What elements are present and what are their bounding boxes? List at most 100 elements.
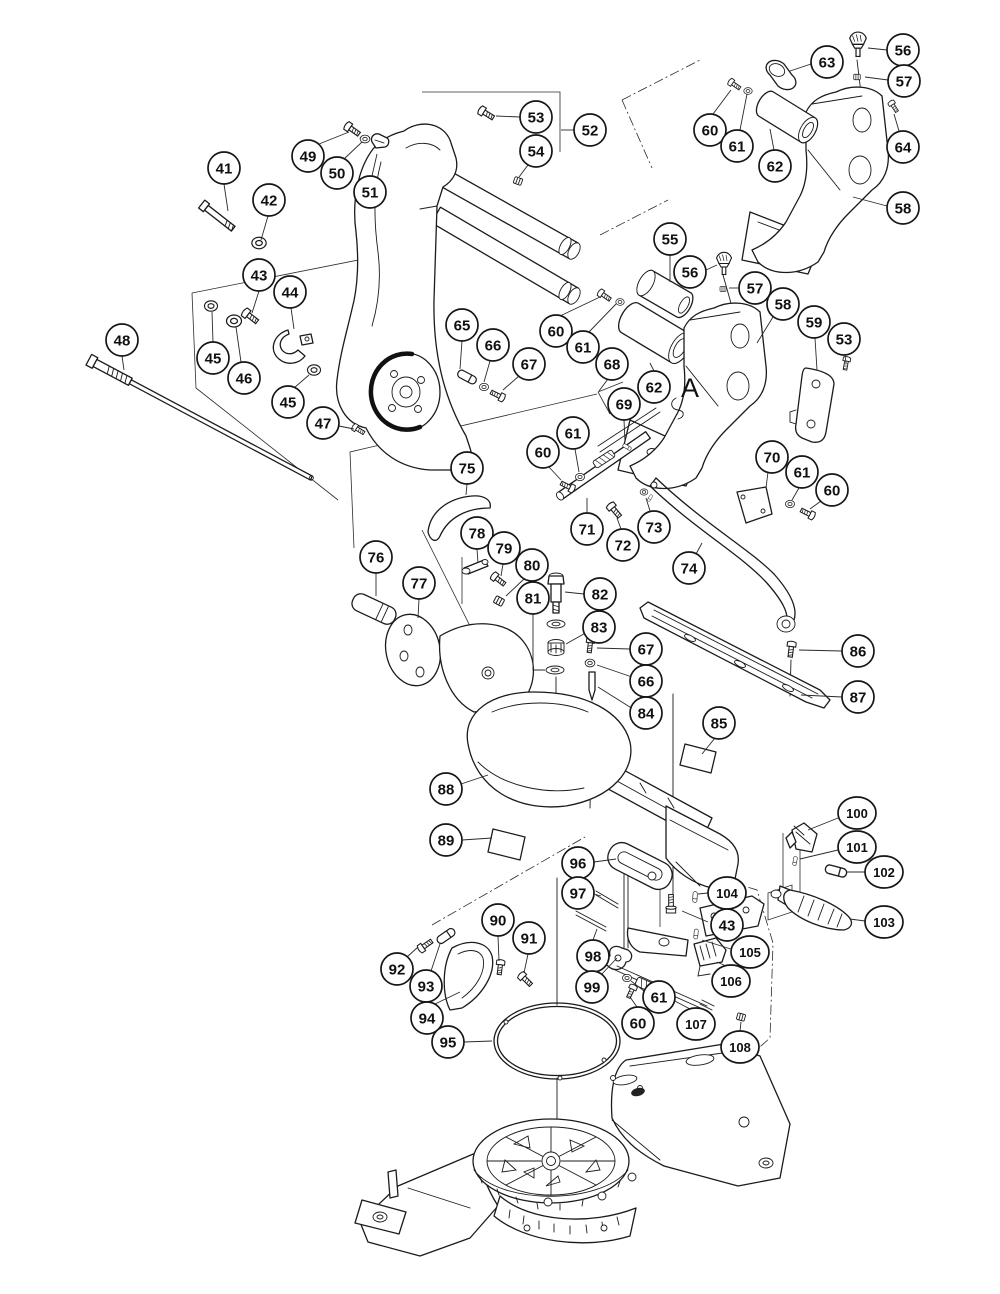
- part-oring-95: [493, 1002, 621, 1081]
- svg-text:53: 53: [528, 109, 545, 126]
- part-balloon-60: 60: [693, 113, 727, 147]
- part-balloon-78: 78: [460, 516, 494, 550]
- nut-icon: [853, 73, 861, 81]
- hardware-icons-layer: [203, 31, 901, 1022]
- part-rods-97-98: [575, 890, 619, 932]
- part-handle-96: [607, 841, 673, 891]
- part-bushing-55: [636, 269, 694, 319]
- part-balloon-50: 50: [320, 156, 354, 190]
- leader-line-68: [598, 378, 609, 392]
- svg-text:86: 86: [850, 643, 867, 660]
- pin-icon: [646, 493, 654, 503]
- part-link-arm-74: [649, 477, 796, 633]
- part-holder-bracket-58-upper: [741, 86, 890, 275]
- svg-text:84: 84: [638, 705, 655, 722]
- leader-line-101: [799, 849, 839, 860]
- leader-line-60: [629, 996, 638, 1008]
- part-bolt-41: [197, 199, 236, 232]
- leader-line-85: [701, 737, 716, 755]
- svg-text:57: 57: [896, 73, 913, 90]
- part-label-89: [487, 828, 526, 861]
- leader-line-93: [430, 943, 441, 972]
- part-balloon-73: 73: [637, 510, 671, 544]
- leader-line-69: [623, 419, 626, 443]
- part-lever-94: [443, 941, 494, 1011]
- svg-text:99: 99: [584, 979, 601, 996]
- leader-line-63: [789, 63, 812, 72]
- part-balloon-99: 99: [575, 970, 609, 1004]
- part-balloon-43: 43: [242, 258, 276, 292]
- svg-text:102: 102: [873, 865, 895, 880]
- leader-line-46: [235, 326, 242, 363]
- svg-text:97: 97: [570, 885, 587, 902]
- svg-text:60: 60: [702, 122, 719, 139]
- part-turntable: [472, 1118, 637, 1211]
- part-balloon-85: 85: [702, 706, 736, 740]
- leader-line-44: [290, 307, 295, 330]
- part-balloon-63: 63: [810, 45, 844, 79]
- leader-line-66: [596, 664, 633, 678]
- svg-text:60: 60: [630, 1015, 647, 1032]
- leader-line-62: [769, 128, 775, 151]
- washer-icon: [615, 298, 625, 306]
- screw-icon: [342, 120, 363, 139]
- leader-line-99: [600, 957, 618, 976]
- screw-icon: [785, 640, 797, 659]
- part-balloon-67: 67: [629, 632, 663, 666]
- leader-line-61: [574, 448, 580, 473]
- svg-text:60: 60: [824, 482, 841, 499]
- svg-text:96: 96: [570, 855, 587, 872]
- svg-text:68: 68: [604, 356, 621, 373]
- part-balloon-69: 69: [607, 387, 641, 421]
- leader-line-65: [459, 340, 463, 370]
- leader-line-60: [547, 465, 562, 481]
- part-balloon-52: 52: [573, 113, 607, 147]
- svg-text:61: 61: [794, 464, 811, 481]
- part-balloon-66: 66: [476, 328, 510, 362]
- part-balloon-57: 57: [887, 64, 921, 98]
- part-clamp-100: [785, 822, 818, 853]
- part-fence-rail-87: [639, 601, 831, 709]
- leader-line-48: [121, 355, 125, 371]
- svg-text:59: 59: [806, 314, 823, 331]
- svg-text:69: 69: [616, 396, 633, 413]
- leader-line-51: [371, 153, 378, 177]
- washer-icon: [479, 382, 489, 392]
- part-balloon-72: 72: [606, 528, 640, 562]
- svg-text:44: 44: [282, 284, 299, 301]
- part-balloon-84: 84: [629, 696, 663, 730]
- part-balloon-68: 68: [595, 347, 629, 381]
- svg-text:58: 58: [775, 296, 792, 313]
- part-balloon-80: 80: [515, 548, 549, 582]
- svg-text:61: 61: [565, 425, 582, 442]
- part-balloon-41: 41: [207, 151, 241, 185]
- leader-line-53: [495, 115, 521, 118]
- part-bolt-stack-81-84: [545, 572, 596, 701]
- part-balloon-70: 70: [755, 440, 789, 474]
- svg-text:45: 45: [205, 350, 222, 367]
- svg-text:89: 89: [438, 832, 455, 849]
- washer-icon: [785, 499, 795, 509]
- svg-text:103: 103: [873, 915, 895, 930]
- leader-line-74: [695, 542, 703, 555]
- svg-text:100: 100: [846, 806, 868, 821]
- svg-text:78: 78: [469, 525, 486, 542]
- svg-text:77: 77: [411, 575, 428, 592]
- svg-text:64: 64: [895, 139, 912, 156]
- svg-text:80: 80: [524, 557, 541, 574]
- nut-icon: [492, 595, 506, 607]
- part-balloon-79: 79: [487, 531, 521, 565]
- part-balloon-53: 53: [519, 100, 553, 134]
- leader-line-60: [809, 500, 822, 510]
- section-annotation: A: [671, 373, 699, 420]
- screw-icon: [494, 958, 506, 976]
- part-balloon-51: 51: [353, 175, 387, 209]
- part-balloon-106: 106: [711, 964, 751, 998]
- part-balloon-57: 57: [738, 271, 772, 305]
- pin-icon: [792, 855, 798, 867]
- leader-line-96: [593, 858, 617, 863]
- svg-text:93: 93: [418, 978, 435, 995]
- leader-line-95: [463, 1040, 493, 1043]
- svg-text:73: 73: [646, 519, 663, 536]
